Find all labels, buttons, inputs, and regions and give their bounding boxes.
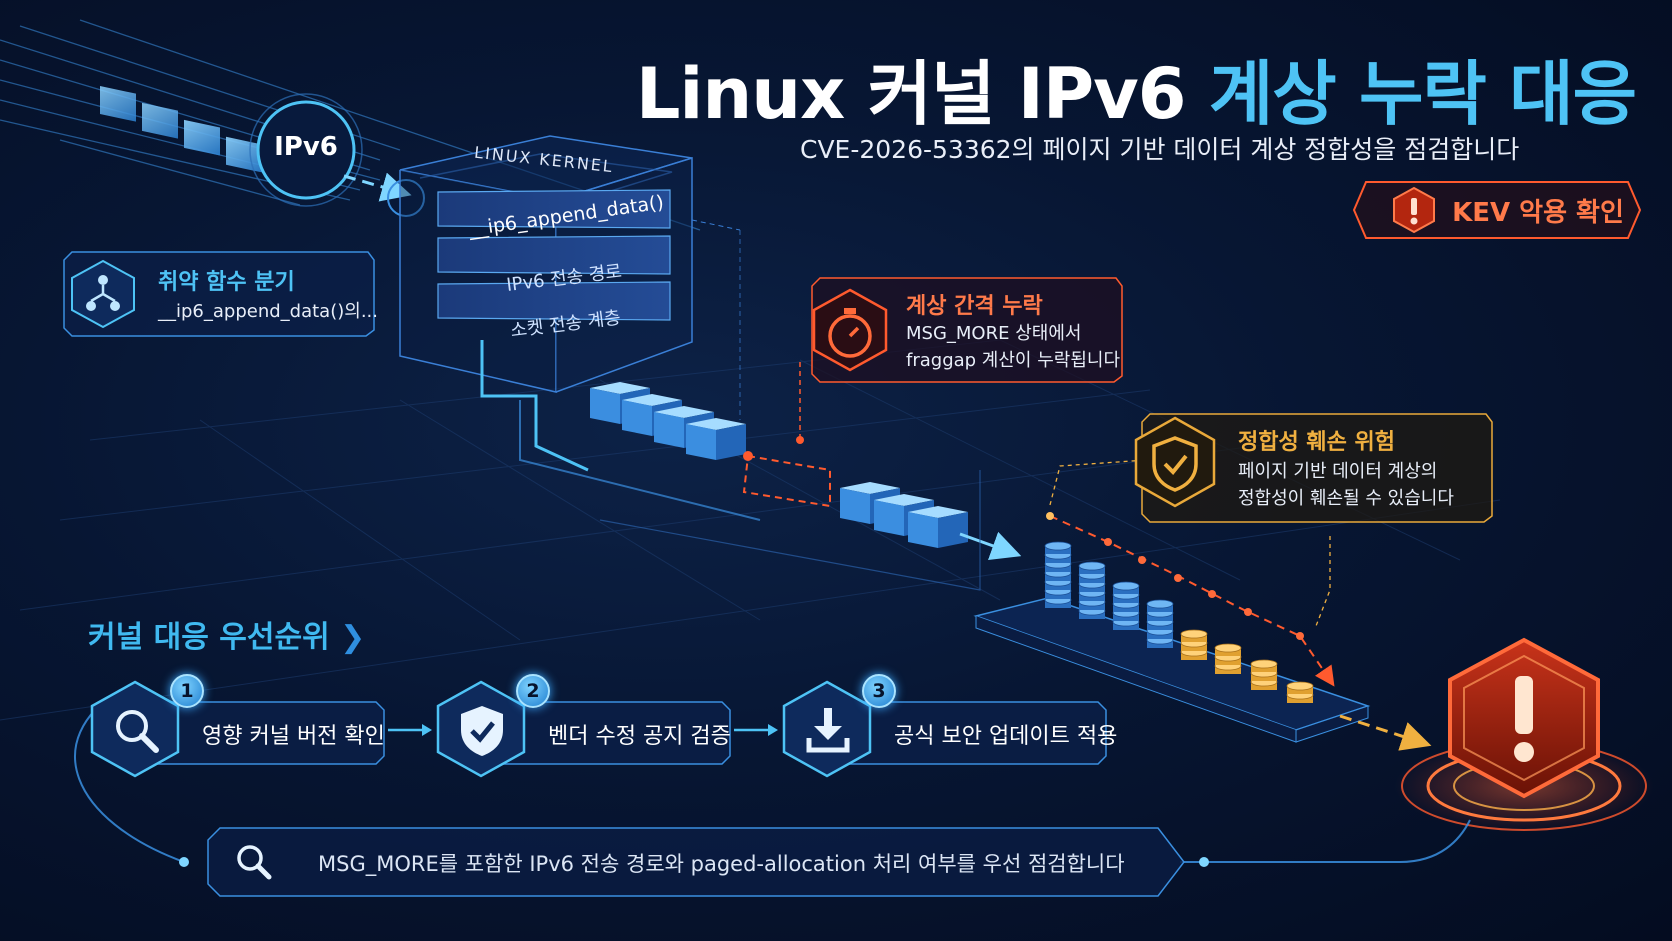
branch-icon — [71, 259, 135, 329]
subtitle: CVE-2026-53362의 페이지 기반 데이터 계상 정합성을 점검합니다 — [800, 135, 1520, 164]
search-icon — [237, 845, 272, 880]
alert-icon — [1393, 186, 1436, 234]
step-1: 1 영향 커널 버전 확인 — [86, 674, 390, 778]
priority-title: 커널 대응 우선순위 ❯ — [88, 612, 365, 656]
step-arrow-1 — [388, 724, 432, 736]
step-arrow-2 — [734, 724, 778, 736]
step-2-label: 벤더 수정 공지 검증 — [548, 724, 731, 749]
stack-disc-top — [1250, 659, 1278, 669]
ipv6-label: IPv6 — [274, 132, 338, 162]
integrity-callout-line-2: 정합성이 훼손될 수 있습니다 — [1238, 488, 1454, 509]
step-1-frame — [90, 680, 385, 778]
stack-disc-top — [1286, 681, 1314, 691]
vuln-branch-title: 취약 함수 분기 — [158, 270, 295, 295]
download-icon — [806, 708, 850, 753]
step-1-label: 영향 커널 버전 확인 — [202, 724, 385, 749]
ipv6-node — [249, 93, 363, 207]
vuln-branch-callout: 취약 함수 분기 __ip6_append_data()의... — [62, 250, 378, 338]
alert-hexagon — [1394, 637, 1654, 832]
stack-disc-top — [1112, 581, 1140, 591]
step-1-number: 1 — [170, 674, 204, 708]
step-3-number: 3 — [862, 674, 896, 708]
step-2-number: 2 — [516, 674, 550, 708]
vuln-branch-body: __ip6_append_data()의... — [158, 301, 378, 322]
priority-title-text: 커널 대응 우선순위 — [88, 620, 330, 655]
note-box-frame — [207, 827, 1185, 897]
shield-check-icon — [1134, 416, 1216, 508]
stack-disc-top — [1078, 561, 1106, 571]
integrity-callout-title: 정합성 훼손 위험 — [1238, 430, 1395, 455]
gap-callout-title: 계상 간격 누락 — [906, 294, 1043, 319]
page-title: Linux 커널 IPv6 계상 누락 대응 — [635, 38, 1637, 139]
gap-callout-line-1: MSG_MORE 상태에서 — [906, 323, 1082, 344]
stack-disc-top — [1214, 643, 1242, 653]
title-part-2: 계상 누락 대응 — [1208, 53, 1637, 135]
integrity-callout-line-1: 페이지 기반 데이터 계상의 — [1238, 461, 1438, 482]
kernel-layers — [437, 189, 671, 321]
shield-check-icon — [461, 706, 503, 756]
step-2: 2 벤더 수정 공지 검증 — [432, 674, 736, 778]
kev-badge-label: KEV 악용 확인 — [1452, 197, 1624, 228]
stack-disc-top — [1180, 629, 1208, 639]
chevron-right-icon: ❯ — [340, 620, 366, 655]
stack-disc-top — [1146, 599, 1174, 609]
kev-badge: KEV 악용 확인 — [1352, 180, 1642, 240]
step-3: 3 공식 보안 업데이트 적용 — [778, 674, 1117, 778]
gap-callout-frame — [811, 277, 1123, 383]
gap-callout: 계상 간격 누락 MSG_MORE 상태에서 fraggap 계산이 누락됩니다 — [810, 276, 1124, 384]
incoming-packets — [100, 86, 262, 173]
stack-disc-top — [1044, 541, 1072, 551]
search-icon — [116, 710, 159, 753]
title-part-1: Linux 커널 IPv6 — [635, 53, 1187, 135]
gap-callout-line-2: fraggap 계산이 누락됩니다 — [906, 350, 1120, 371]
packet-row-1 — [590, 382, 746, 460]
integrity-callout: 정합성 훼손 위험 페이지 기반 데이터 계상의 정합성이 훼손될 수 있습니다 — [1134, 412, 1494, 524]
data-stacks — [1044, 541, 1314, 703]
note-text: MSG_MORE를 포함한 IPv6 전송 경로와 paged-allocati… — [318, 852, 1125, 876]
packet-row-2 — [840, 482, 968, 548]
vuln-branch-frame — [63, 251, 375, 337]
data-platform — [973, 597, 1371, 743]
stopwatch-icon — [812, 288, 888, 372]
step-3-label: 공식 보안 업데이트 적용 — [894, 724, 1118, 749]
note-box — [198, 826, 1188, 898]
